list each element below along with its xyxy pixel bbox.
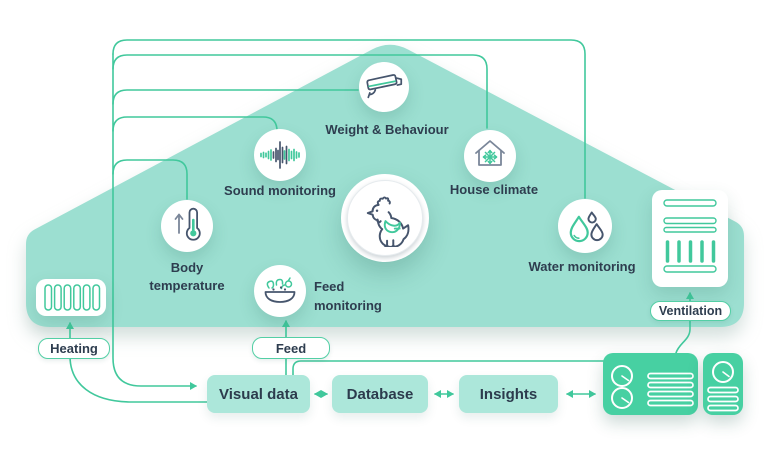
body-temperature-label: Body temperature [117,259,257,295]
ventilation-pill: Ventilation [650,301,731,321]
sound-wave-icon [260,141,300,169]
ventilation-panel [652,190,728,287]
feed-monitoring-label-line2: monitoring [314,298,382,313]
house-climate-node [464,130,516,182]
connector-heating [66,322,208,403]
ventilation-pill-label: Ventilation [658,304,723,318]
dashboard-panel-large [603,353,698,415]
connector-house-climate [112,54,488,129]
dashboard-panel-icon [611,365,694,409]
feed-monitoring-label-line1: Feed [314,279,345,294]
dashboard-panel-small-icon [707,361,739,412]
body-temperature-node [161,200,213,252]
insights-label: Insights [479,385,538,403]
connector-trunk [112,53,197,390]
body-temperature-label-line2: temperature [149,278,225,293]
weight-behaviour-node [359,62,409,112]
feed-pill-label: Feed [275,340,307,356]
connector-sound [112,116,278,132]
sound-monitoring-label: Sound monitoring [224,183,336,198]
connector-body-temp [112,159,188,200]
feed-monitoring-label: Feed monitoring [314,277,434,315]
chicken-node [341,174,429,262]
water-drops-icon [569,211,604,243]
visual-data-box: Visual data [207,375,310,413]
weight-behaviour-label: Weight & Behaviour [325,122,449,137]
visual-data-label: Visual data [219,385,298,403]
connector-ventilation [675,292,694,354]
house-climate-label: House climate [449,182,539,197]
house-climate-icon [475,140,505,166]
connector-lines [66,39,694,403]
connector-camera [112,89,359,105]
database-box: Database [332,375,428,413]
body-temperature-label-line1: Body [170,260,204,275]
ventilation-panel-icon [663,199,717,273]
water-monitoring-node [558,199,612,253]
database-label: Database [346,385,414,403]
heating-radiator-panel [36,279,106,316]
chicken-inner-circle [347,180,423,256]
connector-bus [292,360,605,376]
radiator-icon [44,284,101,311]
feed-pill: Feed [252,337,330,359]
cctv-camera-icon [366,74,403,99]
feed-monitoring-node [254,265,306,317]
water-monitoring-label: Water monitoring [528,259,636,274]
heating-pill: Heating [38,338,110,359]
insights-box: Insights [459,375,558,413]
heating-pill-label: Heating [50,341,98,356]
connector-water [112,39,586,199]
thermometer-icon [174,207,201,241]
feed-bowl-icon [264,277,296,303]
sound-monitoring-node [254,129,306,181]
dashboard-panel-small [703,353,743,415]
